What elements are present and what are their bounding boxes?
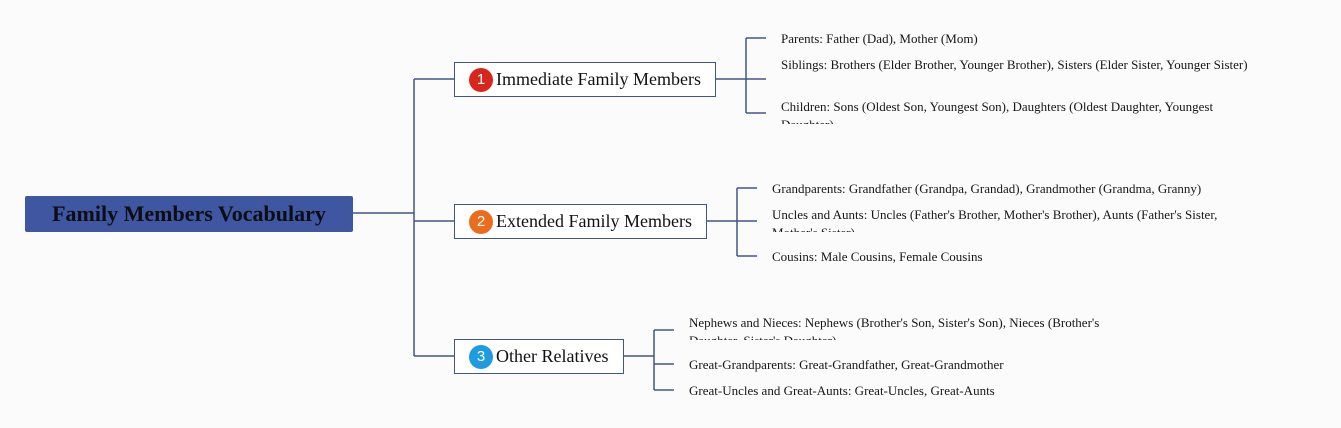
branch-3-connector — [624, 329, 674, 391]
branch-topic-other-relatives[interactable]: 3 Other Relatives — [454, 339, 624, 374]
root-topic[interactable]: Family Members Vocabulary — [25, 196, 353, 232]
branch-topic-label: Extended Family Members — [496, 211, 692, 231]
branch-topic-extended-family[interactable]: 2 Extended Family Members — [454, 204, 707, 239]
number-1-badge-icon: 1 — [469, 67, 493, 92]
branch-topic-label: Immediate Family Members — [496, 69, 701, 89]
root-to-branches-connector — [353, 78, 454, 357]
subtopic-children[interactable]: Children: Sons (Oldest Son, Youngest Son… — [781, 99, 1214, 124]
number-2-badge-icon: 2 — [469, 209, 493, 234]
subtopic-uncles-and-aunts[interactable]: Uncles and Aunts: Uncles (Father's Broth… — [772, 207, 1218, 232]
subtopic-nephews-and-nieces[interactable]: Nephews and Nieces: Nephews (Brother's S… — [689, 315, 1100, 340]
number-3-badge-icon: 3 — [469, 344, 493, 369]
branch-2-connector — [707, 187, 757, 257]
subtopic-siblings[interactable]: Siblings: Brothers (Elder Brother, Young… — [781, 57, 1248, 72]
branch-topic-label: Other Relatives — [496, 346, 609, 366]
branch-topic-immediate-family[interactable]: 1 Immediate Family Members — [454, 62, 716, 97]
subtopic-great-grandparents[interactable]: Great-Grandparents: Great-Grandfather, G… — [689, 357, 1004, 372]
root-topic-label: Family Members Vocabulary — [52, 201, 326, 226]
subtopic-parents[interactable]: Parents: Father (Dad), Mother (Mom) — [781, 31, 978, 46]
subtopic-great-uncles-and-aunts[interactable]: Great-Uncles and Great-Aunts: Great-Uncl… — [689, 383, 995, 398]
subtopic-grandparents[interactable]: Grandparents: Grandfather (Grandpa, Gran… — [772, 181, 1202, 196]
branch-1-connector — [716, 37, 766, 114]
subtopic-cousins[interactable]: Cousins: Male Cousins, Female Cousins — [772, 249, 983, 264]
